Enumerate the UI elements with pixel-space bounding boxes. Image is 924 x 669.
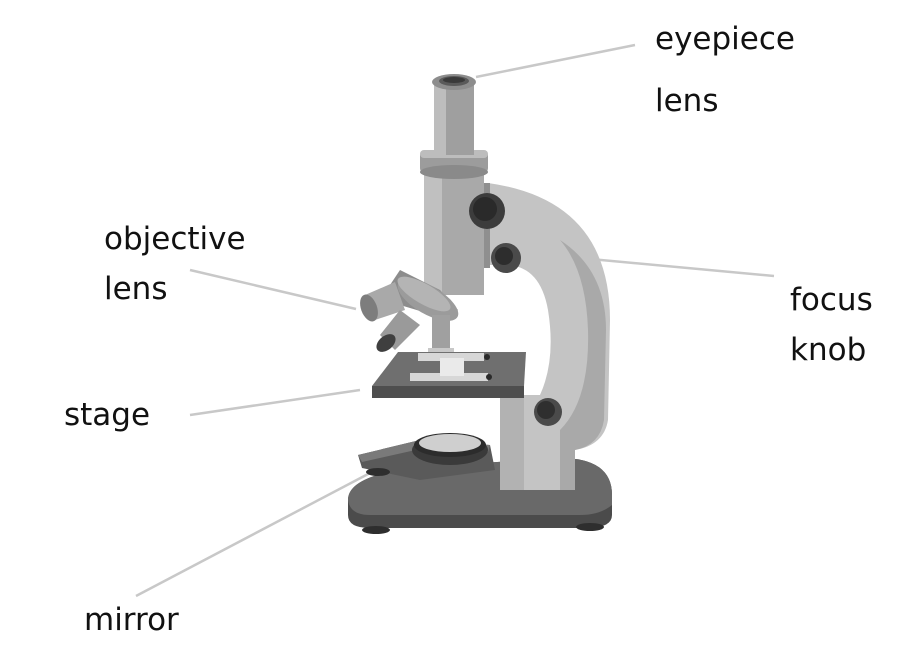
focus-label-line2: knob xyxy=(790,332,867,368)
body-tube xyxy=(420,150,488,295)
eyepiece-lens-label: eyepiece lens xyxy=(655,14,795,126)
leader-line-mirror xyxy=(135,451,409,598)
objective-label-line2: lens xyxy=(104,271,168,307)
fine-focus-knob xyxy=(534,398,562,426)
eyepiece xyxy=(432,74,476,155)
leader-lines xyxy=(135,43,775,598)
mirror xyxy=(412,433,488,465)
focus-knob xyxy=(491,243,521,273)
eyepiece-label-line2: lens xyxy=(655,83,719,119)
nosepiece xyxy=(390,270,459,321)
eyepiece-label-line1: eyepiece xyxy=(655,21,795,57)
mirror-label: mirror xyxy=(84,595,179,645)
coarse-focus-knob xyxy=(469,193,505,229)
stage-label: stage xyxy=(64,390,150,440)
focus-knob-label: focus knob xyxy=(790,275,873,375)
stage xyxy=(372,352,526,398)
stage-label-line1: stage xyxy=(64,397,151,433)
focus-label-line1: focus xyxy=(790,282,873,318)
leader-line-objective xyxy=(189,268,357,311)
objective-label-line1: objective xyxy=(104,221,246,257)
mirror-label-line1: mirror xyxy=(84,602,179,638)
microscope-arm xyxy=(480,183,610,490)
leader-line-eyepiece xyxy=(475,43,636,79)
leader-line-stage xyxy=(189,388,361,417)
objective-lens-label: objective lens xyxy=(104,214,246,314)
